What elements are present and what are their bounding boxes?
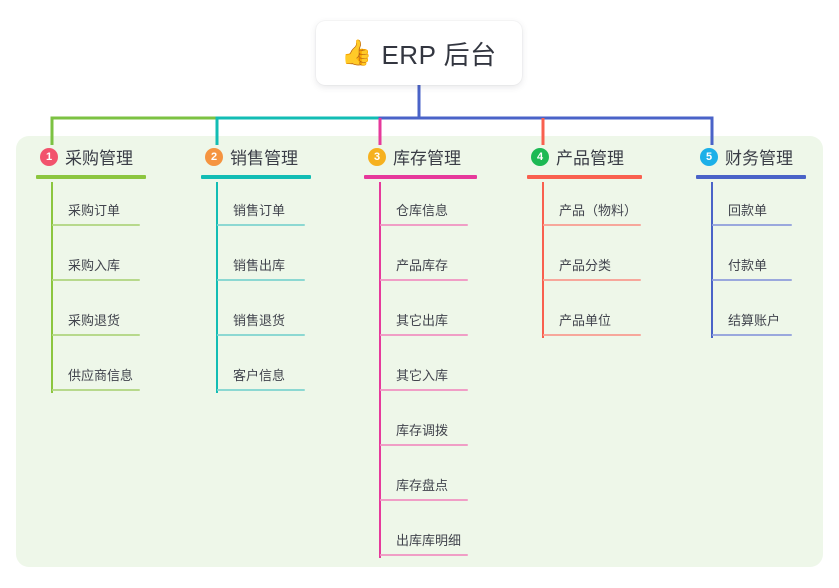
leaf-label: 采购订单 (68, 203, 121, 218)
leaf-node[interactable]: 产品单位 (543, 310, 641, 336)
leaf-node[interactable]: 其它出库 (380, 310, 468, 336)
leaf-rule (712, 279, 792, 281)
leaf-rule (380, 224, 468, 226)
leaf-rule (52, 389, 140, 391)
leaf-rule (543, 334, 641, 336)
leaf-rule (543, 279, 641, 281)
leaf-label: 库存盘点 (396, 478, 449, 493)
leaf-rule (380, 499, 468, 501)
branch-header-rule (364, 175, 477, 179)
branch-header-3[interactable]: 3 库存管理 (364, 143, 477, 170)
leaf-label: 销售订单 (233, 203, 286, 218)
branch-header-rule (527, 175, 642, 179)
root-node[interactable]: 👍 ERP 后台 (316, 21, 522, 85)
leaf-node[interactable]: 回款单 (712, 200, 792, 226)
leaf-node[interactable]: 付款单 (712, 255, 792, 281)
branch-title: 库存管理 (393, 149, 461, 168)
leaf-node[interactable]: 产品（物料） (543, 200, 641, 226)
leaf-rule (52, 224, 140, 226)
leaf-label: 供应商信息 (68, 368, 134, 383)
branch-header-rule (201, 175, 311, 179)
leaf-node[interactable]: 库存调拨 (380, 420, 468, 446)
branch-column-5: 5 财务管理 (696, 143, 806, 179)
branches-panel (16, 136, 823, 567)
leaf-rule (217, 279, 305, 281)
leaf-node[interactable]: 供应商信息 (52, 365, 140, 391)
branch-number-badge: 5 (700, 147, 718, 166)
leaf-label: 其它出库 (396, 313, 449, 328)
branch-header-4[interactable]: 4 产品管理 (527, 143, 642, 170)
leaf-rule (380, 334, 468, 336)
root-title: ERP 后台 (381, 39, 497, 70)
branch-column-3: 3 库存管理 (364, 143, 477, 179)
branch-column-4: 4 产品管理 (527, 143, 642, 179)
leaf-label: 产品（物料） (559, 203, 638, 218)
branch-column-2: 2 销售管理 (201, 143, 311, 179)
leaf-label: 采购退货 (68, 313, 121, 328)
leaf-rule (543, 224, 641, 226)
leaf-label: 销售退货 (233, 313, 286, 328)
leaf-rule (52, 279, 140, 281)
leaf-node[interactable]: 销售订单 (217, 200, 305, 226)
branch-title: 产品管理 (556, 149, 624, 168)
leaf-node[interactable]: 产品库存 (380, 255, 468, 281)
leaf-label: 仓库信息 (396, 203, 449, 218)
branch-header-rule (696, 175, 806, 179)
leaf-label: 采购入库 (68, 258, 121, 273)
branch-title: 采购管理 (65, 149, 133, 168)
leaf-node[interactable]: 出库库明细 (380, 530, 468, 556)
leaf-node[interactable]: 销售出库 (217, 255, 305, 281)
branch-header-2[interactable]: 2 销售管理 (201, 143, 311, 170)
leaf-rule (712, 334, 792, 336)
leaf-node[interactable]: 采购退货 (52, 310, 140, 336)
branch-number-badge: 3 (368, 147, 386, 166)
leaf-rule (380, 279, 468, 281)
root-node-content: 👍 ERP 后台 (341, 35, 496, 72)
branch-header-1[interactable]: 1 采购管理 (36, 143, 146, 170)
leaf-label: 其它入库 (396, 368, 449, 383)
leaf-rule (712, 224, 792, 226)
branch-header-5[interactable]: 5 财务管理 (696, 143, 806, 170)
leaf-node[interactable]: 其它入库 (380, 365, 468, 391)
leaf-rule (217, 389, 305, 391)
leaf-label: 回款单 (728, 203, 768, 218)
branch-number-badge: 2 (205, 147, 223, 166)
leaf-label: 产品库存 (396, 258, 449, 273)
leaf-node[interactable]: 采购订单 (52, 200, 140, 226)
branch-number-badge: 1 (40, 147, 58, 166)
branch-title: 销售管理 (230, 149, 298, 168)
leaf-label: 产品单位 (559, 313, 612, 328)
branch-number-badge: 4 (531, 147, 549, 166)
branch-header-rule (36, 175, 146, 179)
leaf-rule (380, 389, 468, 391)
branch-column-1: 1 采购管理 (36, 143, 146, 179)
leaf-rule (52, 334, 140, 336)
leaf-label: 产品分类 (559, 258, 612, 273)
leaf-node[interactable]: 结算账户 (712, 310, 792, 336)
leaf-label: 库存调拨 (396, 423, 449, 438)
leaf-node[interactable]: 仓库信息 (380, 200, 468, 226)
leaf-node[interactable]: 客户信息 (217, 365, 305, 391)
leaf-rule (380, 554, 468, 556)
leaf-rule (217, 224, 305, 226)
leaf-rule (380, 444, 468, 446)
leaf-label: 结算账户 (728, 313, 781, 328)
branch-title: 财务管理 (725, 149, 793, 168)
leaf-node[interactable]: 产品分类 (543, 255, 641, 281)
leaf-node[interactable]: 采购入库 (52, 255, 140, 281)
leaf-label: 付款单 (728, 258, 768, 273)
leaf-node[interactable]: 库存盘点 (380, 475, 468, 501)
leaf-label: 销售出库 (233, 258, 286, 273)
leaf-node[interactable]: 销售退货 (217, 310, 305, 336)
thumbs-up-icon: 👍 (341, 38, 373, 67)
leaf-label: 出库库明细 (396, 533, 462, 548)
leaf-label: 客户信息 (233, 368, 286, 383)
leaf-rule (217, 334, 305, 336)
